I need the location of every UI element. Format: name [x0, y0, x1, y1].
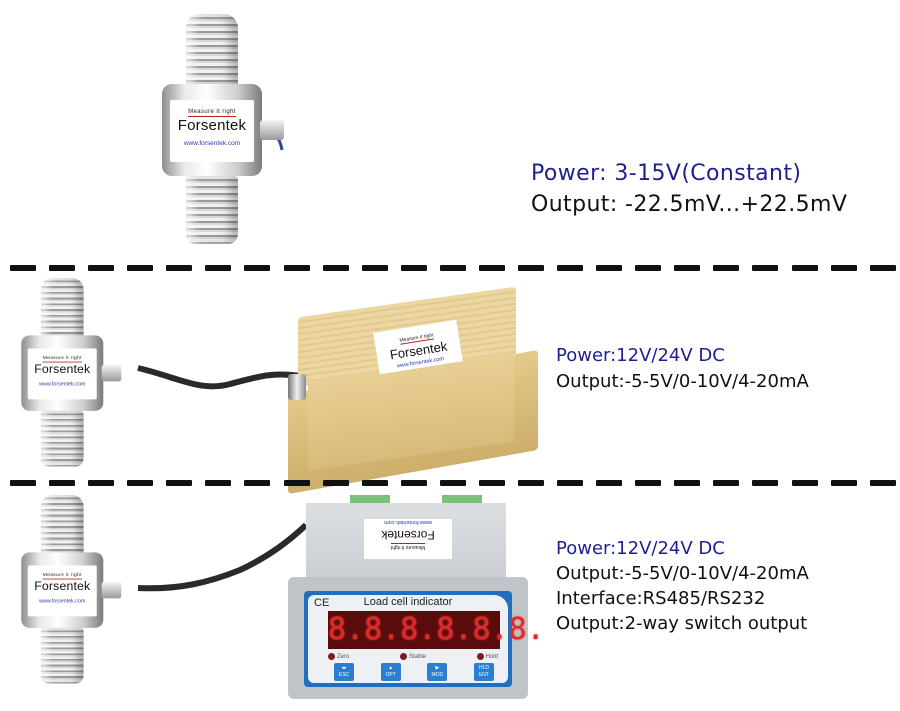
led-label: Hold	[485, 653, 498, 660]
brand-name: Forsentek	[381, 528, 435, 542]
spec-output: Output:-5-5V/0-10V/4-20mA	[556, 371, 809, 392]
brand-slogan: Measure it right	[42, 355, 82, 363]
status-leds: Zero Stable Hold	[328, 653, 498, 660]
key-label: OPT	[385, 672, 396, 678]
cable-fitting	[101, 364, 122, 382]
brand-url: www.forsentek.com	[39, 598, 86, 605]
key-label: ESC	[338, 672, 350, 678]
section-separator-1	[10, 265, 896, 271]
spec-output: Output:-5-5V/0-10V/4-20mA	[556, 563, 809, 584]
display-digit: 8.	[436, 612, 473, 647]
spec-power: Power: 3-15V(Constant)	[531, 161, 802, 186]
led-icon	[476, 653, 484, 660]
hold-icon: HLD	[478, 665, 489, 671]
sensor-label: Measure it right Forsentek www.forsentek…	[170, 100, 254, 162]
spec-output: Output: -22.5mV...+22.5mV	[531, 192, 848, 217]
thread-bottom	[40, 627, 84, 684]
sensor-cable-3	[137, 522, 309, 592]
load-cell-3: Measure it right Forsentek www.forsentek…	[18, 495, 122, 684]
brand-url: www.forsentek.com	[183, 140, 241, 147]
cable-gland	[288, 374, 306, 400]
cable-fitting	[101, 581, 122, 599]
thread-top	[40, 495, 84, 557]
display-digit: 8.	[364, 612, 401, 647]
sensor-label: Measure it right Forsentek www.forsentek…	[27, 565, 97, 617]
spec-power: Power:12V/24V DC	[556, 345, 725, 366]
sensor-cable-2	[137, 365, 301, 390]
section-separator-2	[10, 480, 896, 486]
indicator-title: Load cell indicator	[363, 596, 453, 608]
led-hold: Hold	[476, 653, 498, 660]
right-arrow-icon: ▶	[435, 665, 440, 671]
esc-key[interactable]: ◂▸ ESC	[334, 663, 354, 681]
display-digit: 8.	[508, 612, 545, 647]
display-digit: 8.	[400, 612, 437, 647]
brand-name: Forsentek	[177, 117, 247, 134]
load-cell-2: Measure it right Forsentek www.forsentek…	[18, 278, 122, 467]
indicator-label: Measure it right Forsentek www.forsentek…	[364, 519, 452, 559]
led-display: 8. 8. 8. 8. 8. 8.	[328, 611, 545, 649]
brand-slogan: Measure it right	[42, 572, 82, 580]
brand-url: www.forsentek.com	[384, 519, 432, 525]
led-zero: Zero	[328, 653, 349, 660]
brand-slogan: Measure it right	[188, 109, 236, 117]
brand-url: www.forsentek.com	[39, 381, 86, 388]
ce-mark: CE	[314, 597, 330, 609]
thread-top	[186, 14, 238, 89]
display-digit: 8.	[472, 612, 509, 647]
brand-slogan: Measure it right	[390, 543, 426, 550]
spec-block-1: Power: 3-15V(Constant) Output: -22.5mV..…	[531, 158, 847, 220]
up-arrow-icon: ▲	[388, 665, 394, 671]
sensor-label: Measure it right Forsentek www.forsentek…	[27, 348, 97, 400]
mod-key[interactable]: ▶ MOD	[427, 663, 448, 681]
led-icon	[328, 653, 335, 660]
key-label: ENT	[478, 672, 489, 678]
thread-bottom	[40, 410, 84, 467]
load-cell-1: Measure it right Forsentek www.forsentek…	[158, 14, 284, 244]
load-cell-indicator: Measure it right Forsentek www.forsentek…	[288, 495, 545, 700]
led-label: Zero	[337, 653, 350, 660]
spec-block-2: Power:12V/24V DC Output:-5-5V/0-10V/4-20…	[556, 343, 809, 395]
indicator-keys: ◂▸ ESC ▲ OPT ▶ MOD HLD ENT	[334, 663, 494, 681]
spec-switch-output: Output:2-way switch output	[556, 613, 808, 634]
spec-power: Power:12V/24V DC	[556, 538, 725, 559]
brand-name: Forsentek	[34, 362, 91, 377]
cable-fitting	[260, 120, 284, 140]
amplifier: Measure it right Forsentek www.forsentek…	[288, 282, 544, 495]
led-icon	[399, 653, 407, 660]
led-label: Stable	[408, 653, 426, 660]
thread-top	[40, 278, 84, 340]
led-stable: Stable	[399, 653, 426, 660]
spec-block-3: Power:12V/24V DC Output:-5-5V/0-10V/4-20…	[556, 536, 809, 636]
opt-key[interactable]: ▲ OPT	[380, 663, 401, 681]
ent-key[interactable]: HLD ENT	[473, 663, 494, 681]
display-digit: 8.	[328, 612, 365, 647]
brand-name: Forsentek	[34, 579, 91, 594]
key-label: MOD	[431, 672, 444, 678]
indicator-housing: Measure it right Forsentek www.forsentek…	[306, 503, 506, 585]
spec-interface: Interface:RS485/RS232	[556, 588, 766, 609]
thread-bottom	[186, 176, 238, 244]
arrow-icon: ◂▸	[341, 665, 347, 671]
